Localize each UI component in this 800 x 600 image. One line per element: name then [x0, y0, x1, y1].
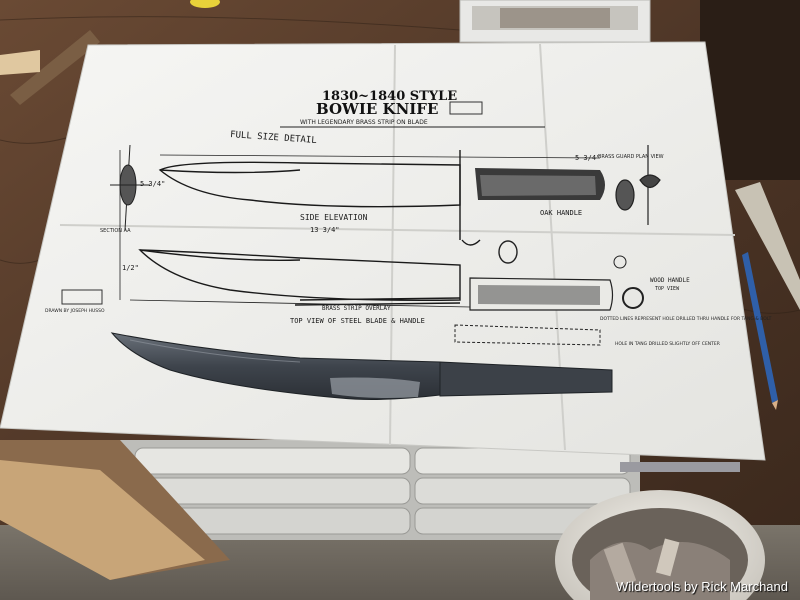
yellow-object — [190, 0, 220, 8]
wood-offcut — [0, 50, 40, 75]
top-view-label: TOP VIEW OF STEEL BLADE & HANDLE — [290, 317, 425, 325]
drawn-by-box — [61, 289, 103, 305]
wood-handle-drawing — [454, 277, 614, 346]
ruler — [735, 182, 800, 310]
brass-strip-label: BRASS STRIP OVERLAY — [322, 305, 391, 312]
oak-handle-label: OAK HANDLE — [540, 209, 582, 217]
small-ring — [613, 255, 627, 269]
top-view-drawing — [138, 249, 461, 306]
top-view-small-label: TOP VIEW — [655, 286, 680, 292]
section-label: SECTION AA — [100, 228, 131, 234]
blueprint-title-line1: 1830~1840 STYLE — [322, 89, 457, 104]
side-elevation-label: SIDE ELEVATION — [300, 213, 368, 222]
dimension-lines — [119, 150, 601, 308]
wood-handle-label: WOOD HANDLE — [650, 277, 690, 284]
blueprint-title-line2: BOWIE KNIFE — [316, 100, 438, 118]
drawn-by-label: DRAWN BY JOSEPH HUSSO — [45, 308, 105, 314]
plan-view-sketch — [615, 145, 661, 225]
tool-handle — [10, 30, 100, 105]
dimension-mid: 13 3/4" — [310, 226, 340, 234]
side-elevation-drawing — [158, 150, 481, 246]
bucket — [555, 490, 765, 600]
brass-plan-label: BRASS GUARD PLAN VIEW — [598, 154, 664, 160]
bolt-circle — [622, 287, 644, 309]
guard-oval — [498, 240, 518, 264]
dimension-left: 5 3/4" — [140, 180, 165, 188]
note-tang: HOLE IN TANG DRILLED SLIGHTLY OFF CENTER — [615, 341, 720, 347]
title-stamp — [449, 101, 483, 115]
wooden-beam-face — [0, 460, 205, 580]
dimension-small: 1/2" — [122, 264, 139, 272]
note-holes: DOTTED LINES REPRESENT HOLE DRILLED THRU… — [600, 316, 772, 322]
blueprint-title-line3: WITH LEGENDARY BRASS STRIP ON BLADE — [300, 119, 428, 126]
knife-blank — [110, 332, 613, 400]
pencil — [742, 252, 778, 410]
oak-handle-drawing — [475, 168, 605, 200]
drawer-cabinet — [120, 440, 740, 540]
section-sketch — [110, 144, 150, 231]
plastic-box — [459, 0, 651, 43]
photo-credit-watermark: Wildertools by Rick Marchand — [616, 579, 788, 594]
